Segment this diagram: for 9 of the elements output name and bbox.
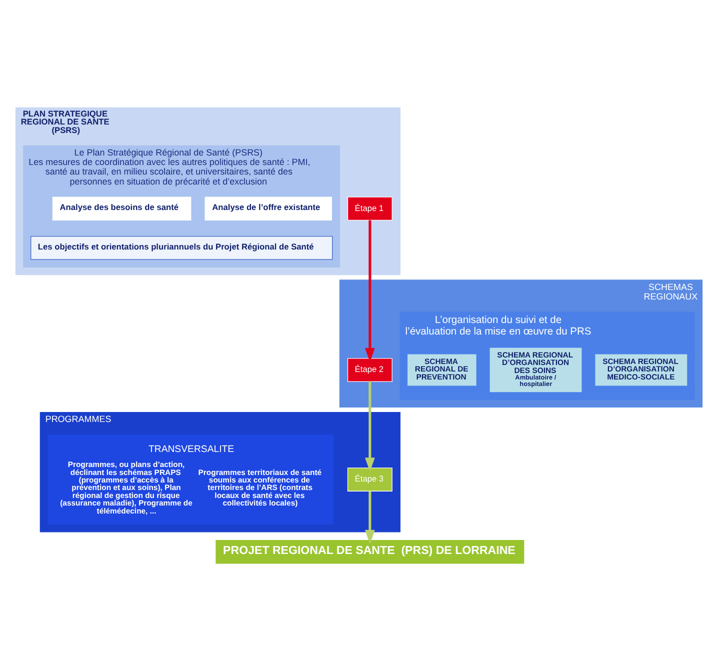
node-box: Étape 1 xyxy=(347,196,392,221)
node-box: Analyse de l’offre existante xyxy=(204,196,332,221)
node-box: Les objectifs et orientations pluriannuels du Projet Régional de Santé xyxy=(30,236,333,260)
node-box: Étape 2 xyxy=(347,358,392,382)
node-box: Étape 3 xyxy=(347,468,392,492)
arrow xyxy=(364,382,375,472)
arrow xyxy=(364,491,375,544)
node-box: PROJET REGIONAL DE SANTE (PRS) DE LORRAINE xyxy=(216,540,524,564)
node-box: Analyse des besoins de santé xyxy=(52,196,192,221)
